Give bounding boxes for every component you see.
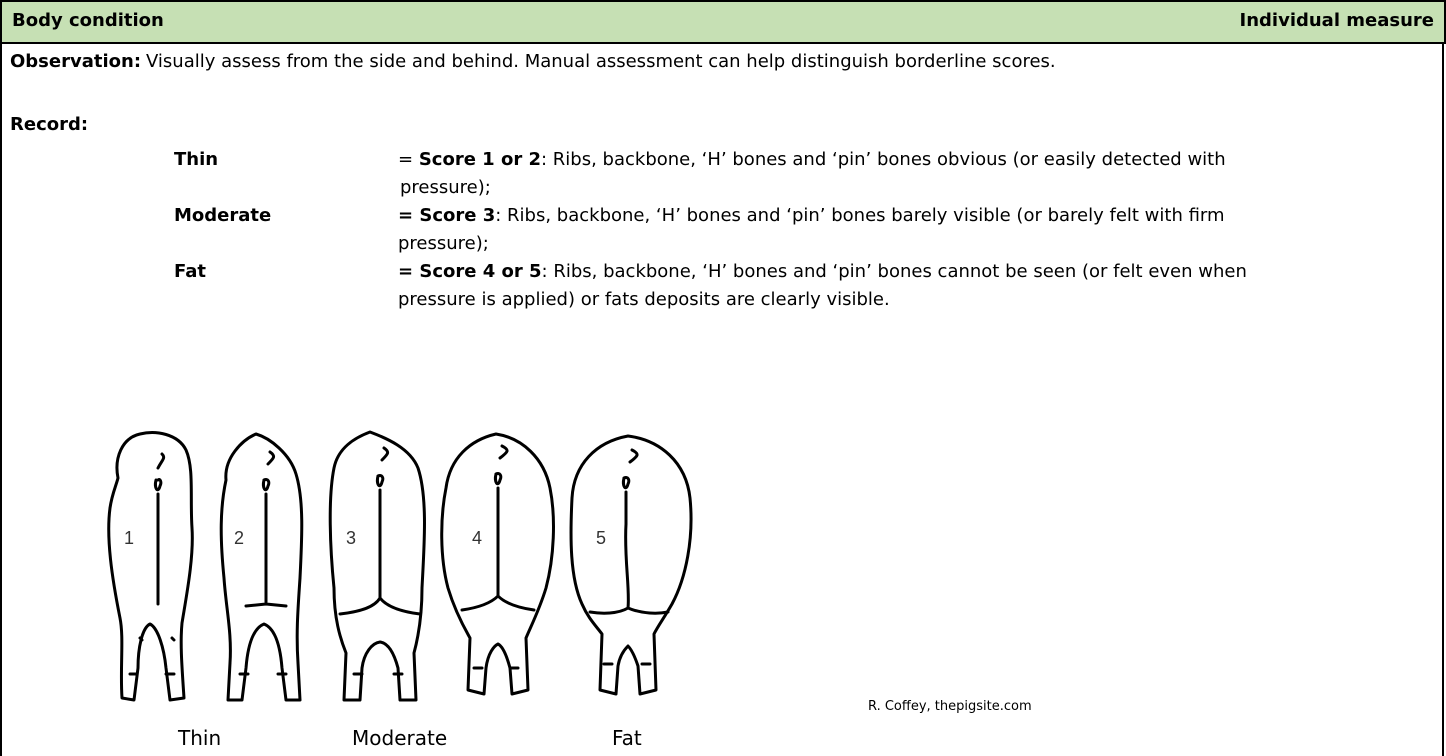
category-fat: Fat [174,258,206,286]
score-definition-fat-cont: pressure is applied) or fats deposits ar… [398,286,890,314]
category-moderate: Moderate [174,202,271,230]
measure-type-label: Individual measure [1240,10,1434,31]
pig-rear-views: 1 2 3 4 5 [100,428,820,718]
pig-score-1-drawing [109,433,193,700]
caption-fat: Fat [612,726,642,750]
score-definition-fat: = Score 4 or 5: Ribs, backbone, ‘H’ bone… [398,258,1247,286]
caption-thin: Thin [178,726,221,750]
section-header: Body condition Individual measure [0,0,1446,44]
score-definition-moderate-cont: pressure); [398,230,489,258]
pig-score-number-4: 4 [472,528,482,548]
score-definition-moderate: = Score 3: Ribs, backbone, ‘H’ bones and… [398,202,1225,230]
pig-score-number-5: 5 [596,528,606,548]
category-thin: Thin [174,146,218,174]
score-definition-thin-cont: pressure); [400,174,491,202]
pig-score-4-drawing [442,434,554,694]
pig-score-3-drawing [330,432,424,700]
pig-score-2-drawing [221,434,302,700]
observation-label: Observation: [10,48,141,76]
score-definition-thin: = Score 1 or 2: Ribs, backbone, ‘H’ bone… [398,146,1226,174]
section-title: Body condition [12,10,164,31]
pig-score-number-1: 1 [124,528,134,548]
pig-score-5-drawing [571,436,691,694]
record-label: Record: [10,111,88,139]
caption-moderate: Moderate [352,726,447,750]
pig-score-number-2: 2 [234,528,244,548]
image-credit: R. Coffey, thepigsite.com [868,699,1032,714]
body-condition-diagram: 1 2 3 4 5 [100,428,820,718]
observation-text: Visually assess from the side and behind… [146,48,1056,76]
pig-score-number-3: 3 [346,528,356,548]
